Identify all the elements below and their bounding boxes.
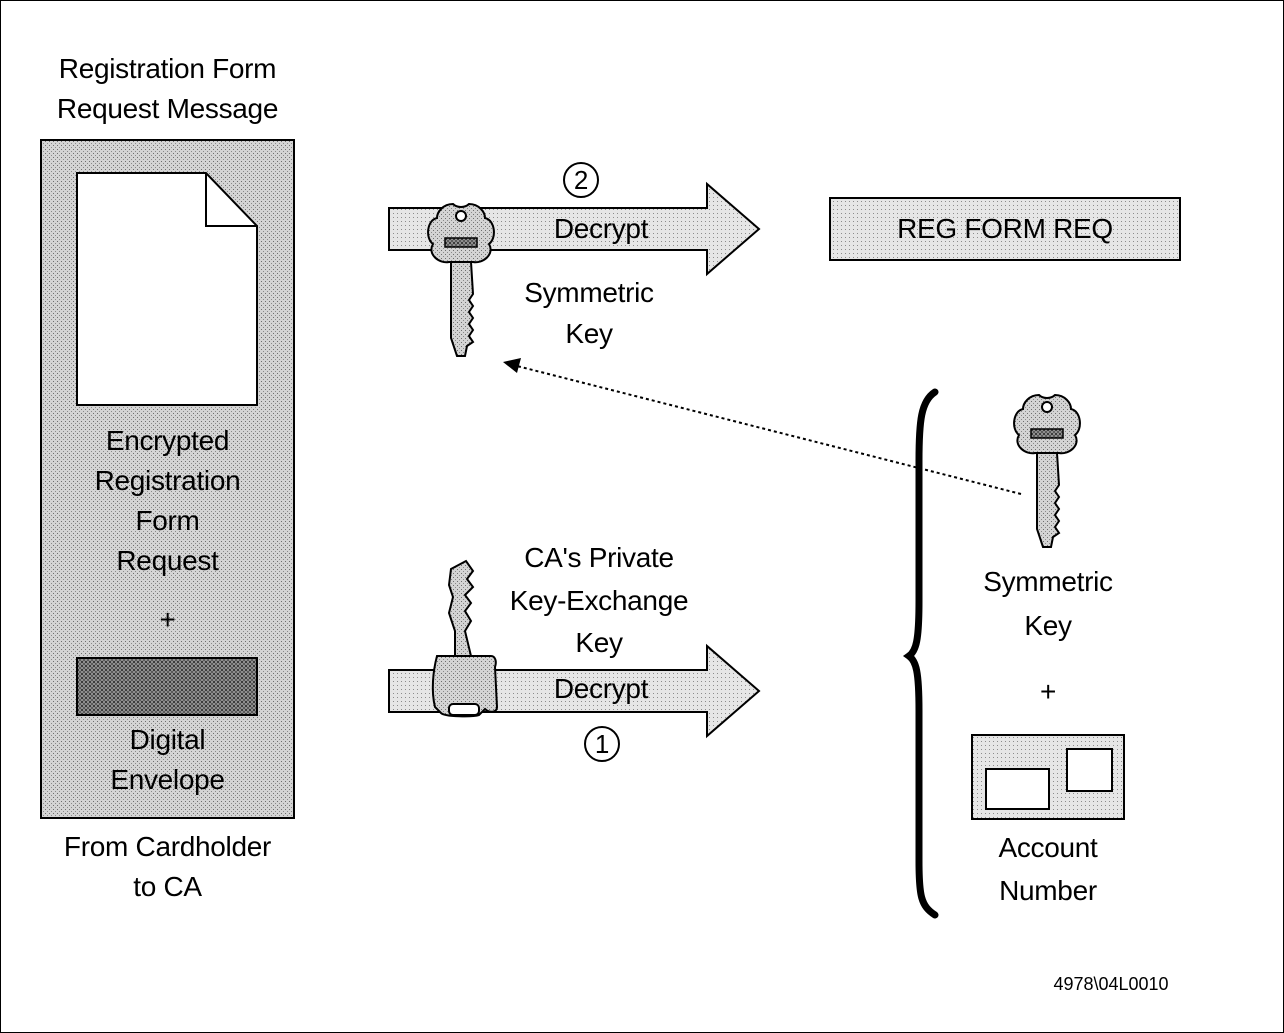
envelope-caption-line1: From Cardholder <box>63 831 272 862</box>
document-icon <box>76 172 258 406</box>
envelope-caption-line2: to CA <box>133 871 202 902</box>
grouping-brace <box>902 388 939 919</box>
figure-id: 4978\04L0010 <box>1053 974 1169 994</box>
result-label: REG FORM REQ <box>897 213 1113 244</box>
encrypted-label-line3: Form <box>135 505 200 536</box>
encrypted-label-line1: Encrypted <box>105 425 230 456</box>
envelope-plus: + <box>159 604 176 635</box>
step-1-key-line3: Key <box>575 627 623 658</box>
card-icon <box>971 734 1125 820</box>
dotted-arrow <box>503 358 1022 495</box>
digital-envelope-line1: Digital <box>129 724 206 755</box>
account-number-line1: Account <box>998 832 1098 863</box>
contents-key-line1: Symmetric <box>983 566 1113 597</box>
contents-key-line2: Key <box>1024 610 1072 641</box>
key-icon <box>1013 393 1081 548</box>
digital-envelope-bar <box>76 657 258 716</box>
step-1-number: 1 <box>594 729 610 759</box>
step-2-key-line1: Symmetric <box>524 277 654 308</box>
step-2-key-line2: Key <box>565 318 613 349</box>
step-1-action: Decrypt <box>553 673 649 704</box>
step-1-circle <box>584 726 620 762</box>
private-key-icon <box>431 559 499 718</box>
contents-plus: + <box>1039 676 1057 707</box>
digital-envelope-line2: Envelope <box>110 764 225 795</box>
encrypted-label-line2: Registration <box>94 465 241 496</box>
step-1-key-line1: CA's Private <box>524 542 674 573</box>
step-1-key-line2: Key-Exchange <box>509 585 689 616</box>
key-icon <box>427 202 495 357</box>
step-2-number: 2 <box>573 165 589 195</box>
step-2-circle <box>563 162 599 198</box>
envelope-title-line2: Request Message <box>56 93 279 124</box>
account-number-line2: Number <box>999 875 1097 906</box>
reg-form-req-box <box>829 197 1181 261</box>
step-2-action: Decrypt <box>553 213 649 244</box>
encrypted-label-line4: Request <box>116 545 219 576</box>
envelope-title-line1: Registration Form <box>58 53 277 84</box>
